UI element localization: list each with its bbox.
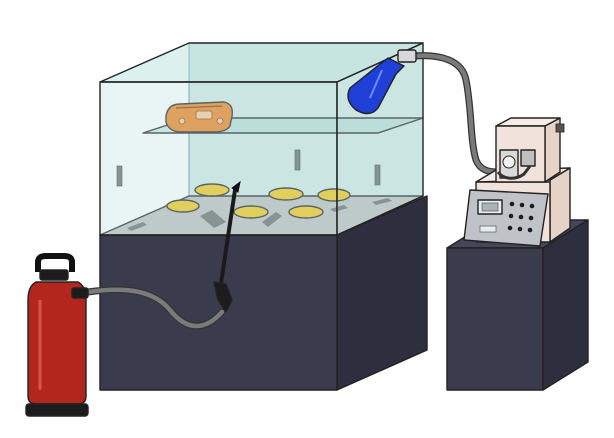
device-button <box>178 117 186 125</box>
control-button <box>507 225 513 231</box>
blower-assembly <box>347 49 502 176</box>
petri-plate <box>194 183 230 197</box>
control-button <box>519 202 525 208</box>
stand-side <box>542 219 589 391</box>
tube-clamp <box>520 149 536 167</box>
wall-vent <box>116 165 123 187</box>
floor-vents <box>127 198 392 231</box>
control-button <box>517 226 523 232</box>
control-panel <box>463 189 549 247</box>
wall-vent <box>294 149 301 171</box>
blower-collar <box>397 49 417 63</box>
floor-vent <box>262 212 282 227</box>
petri-plate <box>288 205 324 219</box>
blower-hose-inner <box>411 53 501 175</box>
petri-plate <box>166 199 200 213</box>
indicator-label <box>479 225 497 233</box>
petri-plate <box>317 188 351 202</box>
control-button <box>527 227 533 233</box>
device-button <box>216 117 224 125</box>
lance-rod <box>218 188 237 292</box>
control-button <box>508 213 514 219</box>
sprayer-base <box>25 403 89 417</box>
peristaltic-pump-icon <box>463 117 571 247</box>
stand-front <box>446 247 544 391</box>
device-screen <box>195 110 213 120</box>
display-screen-inner <box>481 202 499 212</box>
blower-hose <box>410 52 502 176</box>
device-top <box>175 105 223 109</box>
sprayer-handle <box>35 253 75 272</box>
control-button <box>528 215 534 221</box>
lance-nozzle <box>231 180 241 193</box>
floor-vent <box>372 198 392 205</box>
blower-highlight <box>369 69 383 99</box>
rotor-icon <box>502 155 516 169</box>
sprayer-tank <box>27 281 87 405</box>
glass-front-panel <box>99 81 338 236</box>
control-button <box>518 214 524 220</box>
pump-tubing <box>496 165 532 180</box>
sensor-device-icon <box>165 101 234 133</box>
pump-handle <box>555 123 565 133</box>
trigger-handle <box>213 281 233 313</box>
control-unit-side <box>549 167 571 243</box>
pump-stand <box>446 219 589 391</box>
wall-vent <box>374 164 381 186</box>
pressure-sprayer-icon <box>25 253 89 417</box>
petri-plate <box>268 187 304 201</box>
petri-plates <box>166 183 351 219</box>
wall-vents <box>116 149 381 187</box>
petri-plate <box>233 205 269 219</box>
chamber-cabinet <box>99 195 428 391</box>
control-button <box>529 203 535 209</box>
floor-vent <box>127 222 147 231</box>
floor-vent <box>330 205 348 212</box>
lance-hose-inner <box>85 287 225 329</box>
floor-vent <box>200 210 226 228</box>
control-button <box>509 201 515 207</box>
sprayer-cap <box>39 269 69 281</box>
control-buttons <box>507 201 535 233</box>
spray-lance <box>84 180 241 330</box>
sprayer-valve <box>71 287 89 299</box>
